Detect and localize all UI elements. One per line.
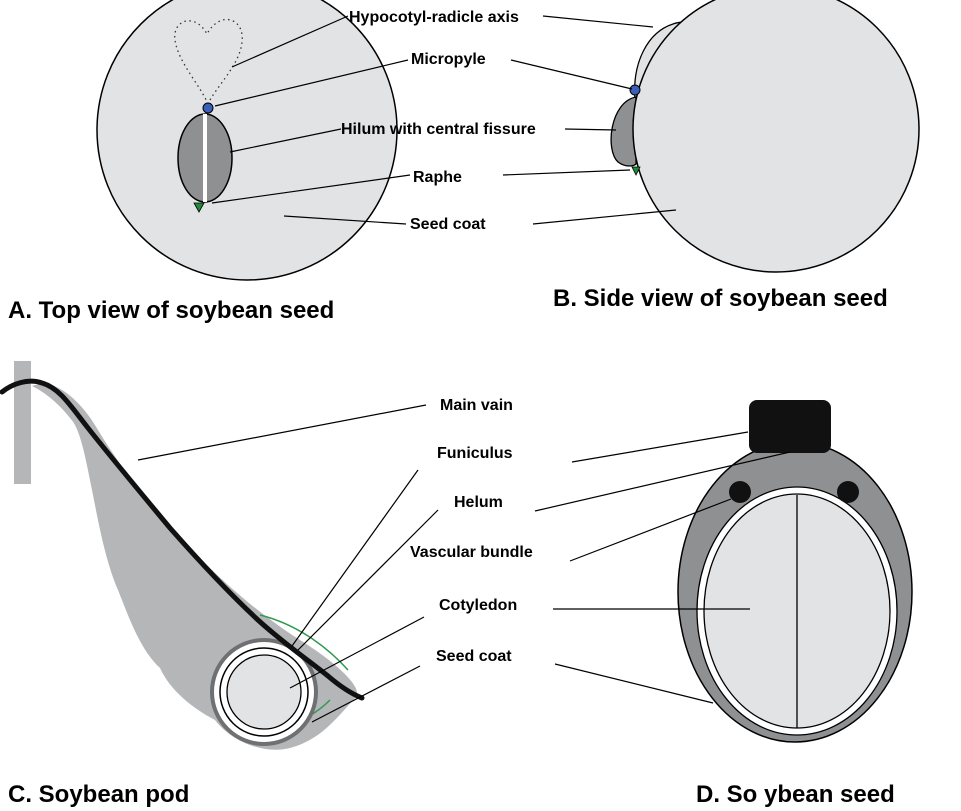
- label-seed-coat-cd: Seed coat: [436, 648, 512, 665]
- caption-panel-b: B. Side view of soybean seed: [553, 285, 888, 312]
- label-seed-coat-ab: Seed coat: [410, 216, 486, 233]
- seed-coat-circle-top: [97, 0, 397, 280]
- seed-coat-circle-side: [633, 0, 919, 272]
- panel-a-top-view: [97, 0, 397, 280]
- caption-panel-c: C. Soybean pod: [8, 781, 189, 808]
- micropyle-dot-side: [630, 85, 640, 95]
- hilum-side: [611, 97, 636, 166]
- vascular-bundle-left: [729, 481, 751, 503]
- label-raphe: Raphe: [413, 169, 462, 186]
- panel-c-pod: [2, 361, 362, 750]
- caption-panel-a: A. Top view of soybean seed: [8, 297, 334, 324]
- label-hypocotyl-radicle-axis: Hypocotyl-radicle axis: [349, 9, 519, 26]
- label-helum: Helum: [454, 494, 503, 511]
- label-main-vain: Main vain: [440, 397, 513, 414]
- label-vascular-bundle: Vascular bundle: [410, 544, 533, 561]
- panel-d-seed: [678, 400, 912, 742]
- hilum-cap: [749, 400, 831, 453]
- panel-b-side-view: [611, 0, 919, 272]
- vascular-bundle-right: [837, 481, 859, 503]
- micropyle-dot-top: [203, 103, 213, 113]
- label-micropyle: Micropyle: [411, 51, 486, 68]
- pod-cotyledon: [227, 655, 301, 729]
- label-cotyledon: Cotyledon: [439, 597, 517, 614]
- label-hilum-central-fissure: Hilum with central fissure: [341, 121, 536, 138]
- label-funiculus: Funiculus: [437, 445, 513, 462]
- caption-panel-d: D. So ybean seed: [696, 781, 895, 808]
